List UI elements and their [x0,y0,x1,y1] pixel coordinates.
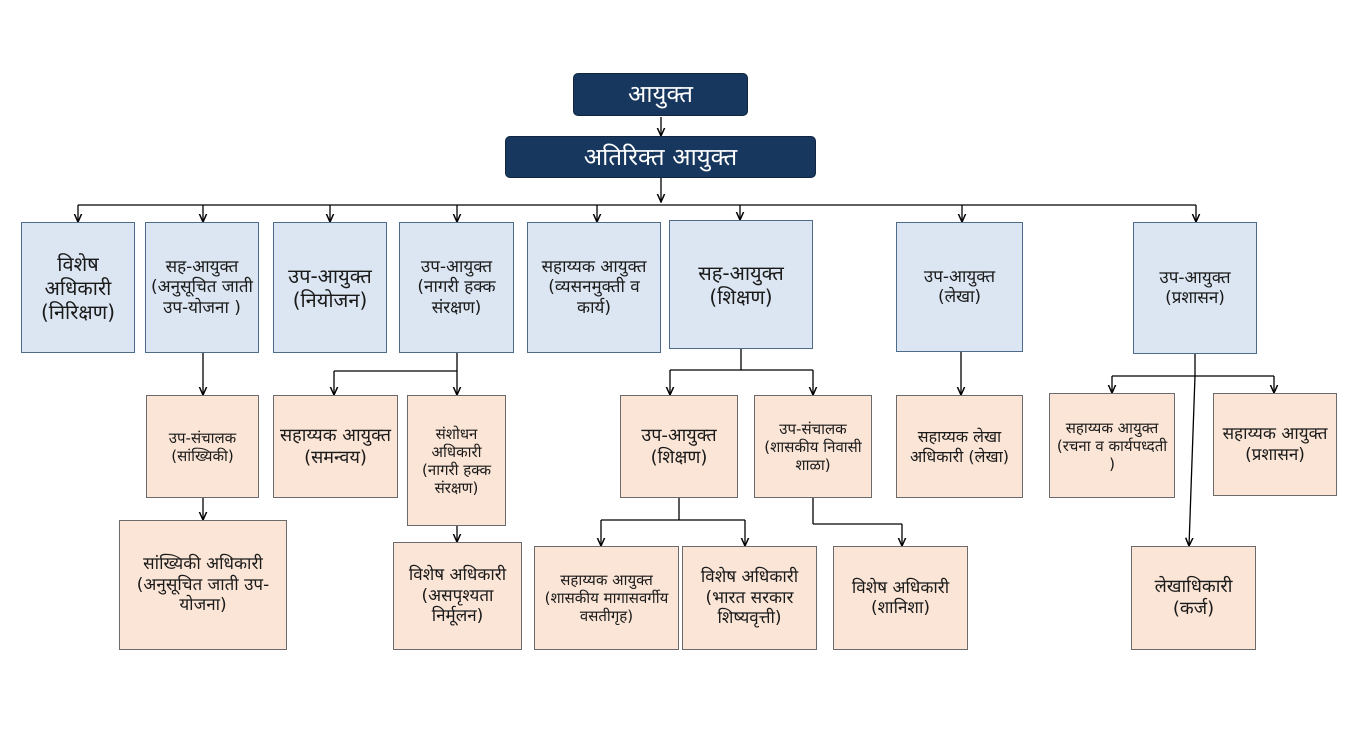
deputy-commissioner-civil-rights-box: उप-आयुक्त (नागरी हक्क संरक्षण) [399,222,514,353]
joint-commissioner-education-box: सह-आयुक्त (शिक्षण) [669,220,813,349]
deputy-commissioner-education-box: उप-आयुक्त (शिक्षण) [620,395,738,498]
deputy-director-statistics-box: उप-संचालक (सांख्यिकी) [146,395,259,498]
assistant-commissioner-admin-box: सहाय्यक आयुक्त (प्रशासन) [1213,393,1337,496]
assistant-commissioner-coordination-label: सहाय्यक आयुक्त (समन्वय) [279,424,392,468]
special-officer-shanisha-label: विशेष अधिकारी (शानिशा) [851,577,950,618]
connector [1189,375,1196,546]
special-officer-inspection-label: विशेष अधिकारी (निरिक्षण) [40,251,116,324]
assistant-commissioner-deaddiction-box: सहाय्यक आयुक्त (व्यसनमुक्ती व कार्य) [527,222,661,353]
accounts-officer-loan-box: लेखाधिकारी (कर्ज) [1131,546,1256,650]
additional-commissioner-label: अतिरिक्त आयुक्त [583,142,738,171]
assistant-commissioner-hostels-box: सहाय्यक आयुक्त (शासकीय मागासवर्गीय वसतीग… [534,546,679,650]
deputy-commissioner-civil-rights-label: उप-आयुक्त (नागरी हक्क संरक्षण) [417,256,496,318]
additional-commissioner-box: अतिरिक्त आयुक्त [505,136,816,178]
assistant-accounts-officer-box: सहाय्यक लेखा अधिकारी (लेखा) [896,395,1023,498]
commissioner-box: आयुक्त [573,73,748,116]
joint-commissioner-scp-label: सह-आयुक्त (अनुसूचित जाती उप-योजना ) [151,256,253,318]
assistant-commissioner-structure-label: सहाय्यक आयुक्त (रचना व कार्यपध्दती ) [1056,418,1168,473]
deputy-commissioner-admin-box: उप-आयुक्त (प्रशासन) [1133,222,1257,354]
statistics-officer-scp-box: सांख्यिकी अधिकारी (अनुसूचित जाती उप-योजन… [119,520,287,650]
deputy-commissioner-planning-box: उप-आयुक्त (नियोजन) [273,222,387,353]
special-officer-shanisha-box: विशेष अधिकारी (शानिशा) [833,546,968,650]
special-officer-scholarship-box: विशेष अधिकारी (भारत सरकार शिष्यवृत्ती) [682,546,817,650]
assistant-commissioner-deaddiction-label: सहाय्यक आयुक्त (व्यसनमुक्ती व कार्य) [541,256,647,318]
special-officer-untouchability-box: विशेष अधिकारी (असपृश्यता निर्मूलन) [393,542,522,650]
commissioner-label: आयुक्त [628,80,693,109]
joint-commissioner-education-label: सह-आयुक्त (शिक्षण) [698,260,784,309]
assistant-commissioner-admin-label: सहाय्यक आयुक्त (प्रशासन) [1222,424,1328,465]
research-officer-civil-rights-label: संशोधन अधिकारी (नागरी हक्क संरक्षण) [422,424,491,497]
deputy-director-residential-schools-label: उप-संचालक (शासकीय निवासी शाळा) [764,419,862,474]
assistant-commissioner-hostels-label: सहाय्यक आयुक्त (शासकीय मागासवर्गीय वसतीग… [544,571,669,625]
special-officer-untouchability-label: विशेष अधिकारी (असपृश्यता निर्मूलन) [408,565,507,627]
assistant-commissioner-coordination-box: सहाय्यक आयुक्त (समन्वय) [273,395,398,498]
joint-commissioner-scp-box: सह-आयुक्त (अनुसूचित जाती उप-योजना ) [145,222,259,353]
assistant-accounts-officer-label: सहाय्यक लेखा अधिकारी (लेखा) [910,427,1009,466]
statistics-officer-scp-label: सांख्यिकी अधिकारी (अनुसूचित जाती उप-योजन… [136,554,270,616]
deputy-commissioner-education-label: उप-आयुक्त (शिक्षण) [641,424,717,468]
accounts-officer-loan-label: लेखाधिकारी (कर्ज) [1154,576,1233,619]
deputy-commissioner-admin-label: उप-आयुक्त (प्रशासन) [1159,267,1231,308]
research-officer-civil-rights-box: संशोधन अधिकारी (नागरी हक्क संरक्षण) [407,395,506,526]
deputy-commissioner-accounts-box: उप-आयुक्त (लेखा) [896,222,1023,352]
deputy-director-statistics-label: उप-संचालक (सांख्यिकी) [168,428,237,465]
deputy-commissioner-planning-label: उप-आयुक्त (नियोजन) [288,263,372,312]
deputy-commissioner-accounts-label: उप-आयुक्त (लेखा) [923,266,996,307]
assistant-commissioner-structure-box: सहाय्यक आयुक्त (रचना व कार्यपध्दती ) [1049,393,1175,498]
deputy-director-residential-schools-box: उप-संचालक (शासकीय निवासी शाळा) [754,395,872,498]
special-officer-inspection-box: विशेष अधिकारी (निरिक्षण) [21,222,135,353]
special-officer-scholarship-label: विशेष अधिकारी (भारत सरकार शिष्यवृत्ती) [700,567,799,629]
